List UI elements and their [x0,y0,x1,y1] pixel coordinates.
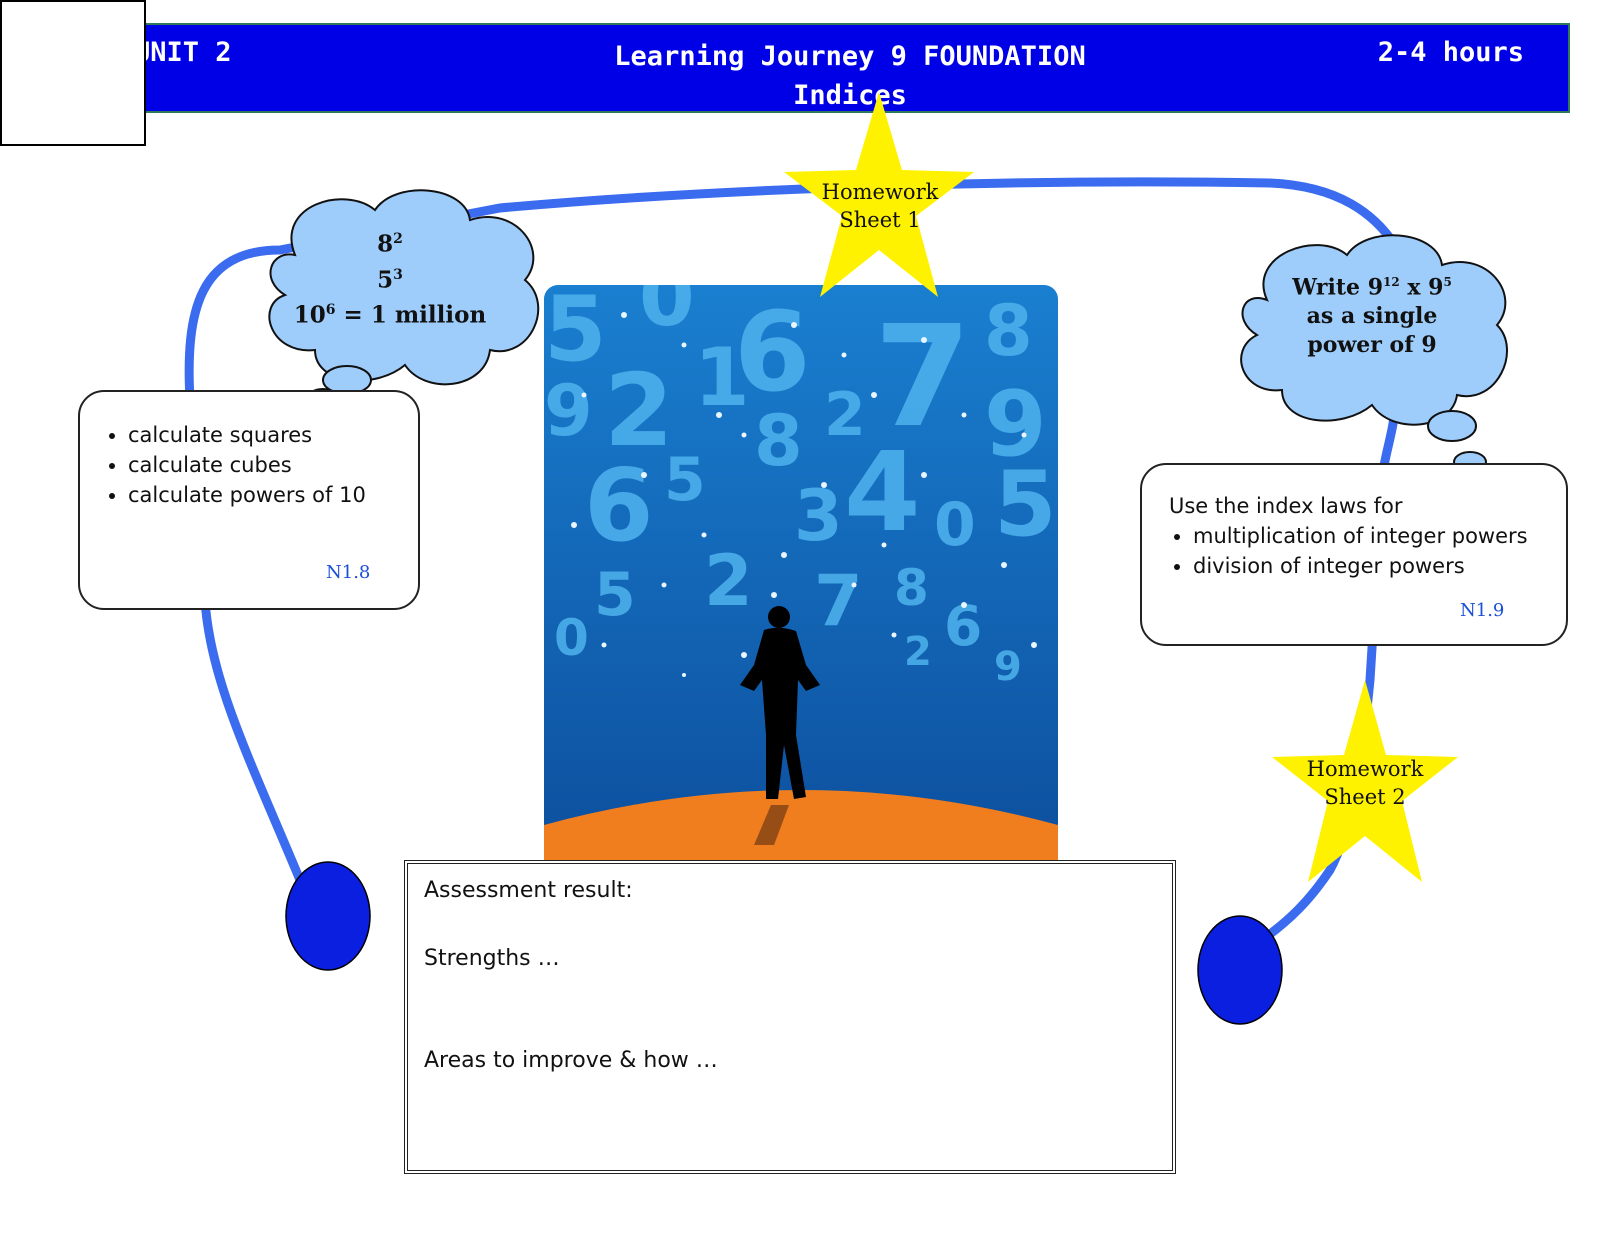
numbers-sky-illustration: 5 0 6 1 7 8 2 9 2 8 9 4 6 5 3 5 0 2 5 7 … [544,285,1058,860]
star-2-text: Homework Sheet 2 [1285,755,1445,811]
milestone-left [285,861,371,971]
exponent-6: 6 [325,302,336,319]
list-item: calculate cubes [128,450,366,480]
milestone-right [1197,915,1283,1025]
svg-text:3: 3 [794,475,843,557]
cloud-left-line-2: 53 [290,260,490,296]
star-2-line-2: Sheet 2 [1324,785,1406,809]
svg-text:6: 6 [584,447,654,564]
list-item: multiplication of integer powers [1193,521,1528,551]
header-bar: UNIT 2 Learning Journey 9 FOUNDATION Ind… [130,23,1570,113]
svg-text:0: 0 [554,609,589,667]
cloud-left-text: 82 53 106 = 1 million [290,224,490,331]
svg-text:5: 5 [664,445,706,515]
list-item: calculate powers of 10 [128,480,366,510]
cloud-left-line-1: 82 [290,224,490,260]
exponent-2: 2 [393,231,403,247]
areas-to-improve-label: Areas to improve & how … [424,1048,718,1073]
exponent-3: 3 [393,266,403,283]
svg-text:5: 5 [594,560,636,630]
svg-text:7: 7 [814,560,863,642]
svg-text:9: 9 [984,372,1047,477]
base-5: 5 [377,266,394,294]
cloud-left-line-3: 106 = 1 million [290,295,490,331]
curriculum-ref-left: N1.8 [326,562,371,583]
objectives-list-left: calculate squares calculate cubes calcul… [102,420,366,510]
curriculum-ref-right: N1.9 [1460,600,1505,621]
assessment-result-label: Assessment result: [424,878,633,903]
star-1 [784,92,974,297]
svg-text:2: 2 [904,629,932,675]
star-1-line-1: Homework [821,180,939,204]
svg-text:2: 2 [824,380,866,450]
svg-text:2: 2 [604,352,674,469]
svg-text:9: 9 [544,370,593,452]
star-2 [1272,680,1458,882]
svg-text:0: 0 [934,490,976,560]
cloud-right-text: Write 912 x 95 as a single power of 9 [1262,268,1482,360]
svg-text:8: 8 [894,559,929,617]
cloud-right [1240,234,1508,494]
svg-text:9: 9 [994,644,1022,690]
write-text: Write [1292,274,1368,301]
base-9-a: 9 [1367,274,1383,301]
svg-text:5: 5 [994,452,1057,557]
star-1-text: Homework Sheet 1 [800,178,960,234]
list-item: calculate squares [128,420,366,450]
svg-text:1: 1 [694,331,750,424]
title-line-1: Learning Journey 9 FOUNDATION [614,41,1086,72]
list-item: division of integer powers [1193,551,1528,581]
corner-box [0,0,146,146]
star-1-line-2: Sheet 1 [839,208,921,232]
unit-label: UNIT 2 [134,37,232,68]
strengths-label: Strengths … [424,946,560,971]
cloud-right-line-3: power of 9 [1307,332,1437,359]
objectives-list-right: multiplication of integer powers divisio… [1167,521,1528,581]
million-text: = 1 million [335,301,487,329]
title-line-2: Indices [793,80,907,111]
svg-text:4: 4 [844,428,921,556]
cloud-right-line-1: Write 912 x 95 [1262,268,1482,302]
svg-text:8: 8 [984,290,1033,372]
objectives-box-right: Use the index laws for multiplication of… [1140,463,1568,646]
assessment-box: Assessment result: Strengths … Areas to … [404,860,1176,1174]
objectives-box-left: calculate squares calculate cubes calcul… [78,390,420,610]
objectives-intro-right: Use the index laws for [1169,494,1403,518]
star-2-line-1: Homework [1306,757,1424,781]
svg-text:0: 0 [639,285,695,344]
svg-text:7: 7 [874,296,971,459]
base-9-b: 9 [1428,274,1444,301]
svg-text:5: 5 [544,285,607,382]
times-text: x [1399,274,1429,301]
svg-text:8: 8 [754,400,803,482]
exponent-12: 12 [1383,275,1400,289]
svg-text:2: 2 [704,540,753,622]
cloud-right-line-2: as a single [1306,303,1438,330]
duration-label: 2-4 hours [1377,37,1524,68]
svg-text:6: 6 [734,288,811,416]
base-8: 8 [377,230,394,258]
page-title: Learning Journey 9 FOUNDATION Indices [132,37,1568,115]
base-10: 10 [293,301,326,329]
exponent-5: 5 [1443,275,1452,289]
